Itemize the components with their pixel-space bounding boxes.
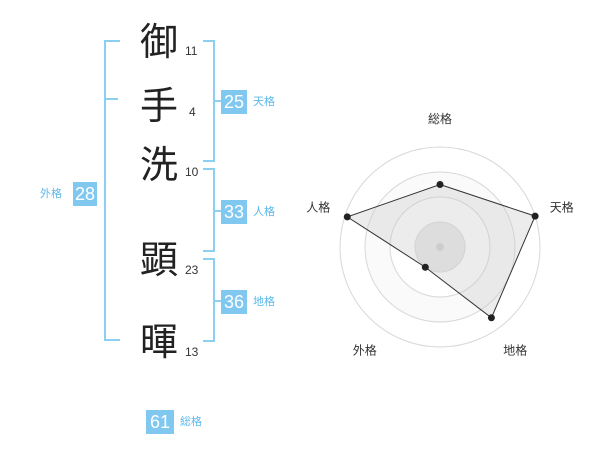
jinkaku-label: 人格 bbox=[253, 205, 275, 218]
radar-ring-3 bbox=[364, 171, 516, 323]
radar-axis-label-2: 天格 bbox=[550, 199, 574, 214]
tenkaku-bracket-tick bbox=[213, 100, 221, 102]
radar-point-2 bbox=[531, 212, 539, 220]
soukaku-badge: 61 bbox=[146, 410, 174, 434]
radar-ring-1 bbox=[414, 221, 466, 273]
stroke-count-4: 23 bbox=[185, 263, 199, 277]
radar-axis-label-1: 総格 bbox=[428, 111, 452, 126]
jinkaku-badge: 33 bbox=[221, 200, 247, 224]
radar-axis-label-3: 地格 bbox=[503, 343, 527, 358]
radar-point-5 bbox=[343, 213, 351, 221]
jinkaku-bracket-tick bbox=[213, 210, 221, 212]
chikaku-badge: 36 bbox=[221, 290, 247, 314]
radar-point-1 bbox=[436, 181, 444, 188]
name-char-1: 御 bbox=[140, 20, 179, 64]
gaikaku-label: 外格 bbox=[40, 187, 62, 200]
name-char-5: 暉 bbox=[140, 320, 179, 364]
stroke-count-2: 4 bbox=[189, 105, 196, 119]
gaikaku-bracket bbox=[104, 40, 120, 341]
radar-ring-2 bbox=[389, 196, 491, 298]
stroke-count-1: 11 bbox=[185, 44, 198, 58]
soukaku-label: 総格 bbox=[180, 415, 202, 428]
name-char-3: 洗 bbox=[140, 143, 179, 187]
gaikaku-badge: 28 bbox=[73, 182, 97, 206]
radar-ring-4 bbox=[339, 146, 541, 348]
radar-center bbox=[436, 243, 444, 251]
radar-polygon bbox=[346, 183, 536, 319]
name-char-2: 手 bbox=[140, 84, 179, 128]
stroke-count-3: 10 bbox=[185, 165, 199, 179]
radar-axis-label-5: 人格 bbox=[306, 199, 330, 214]
gaikaku-bracket-tick bbox=[106, 98, 118, 100]
tenkaku-badge: 25 bbox=[221, 90, 247, 114]
stroke-count-5: 13 bbox=[185, 345, 199, 359]
chikaku-bracket-tick bbox=[213, 300, 221, 302]
radar-point-4 bbox=[421, 263, 429, 271]
tenkaku-label: 天格 bbox=[253, 95, 275, 108]
name-char-4: 顕 bbox=[140, 238, 179, 282]
radar-point-3 bbox=[487, 314, 495, 322]
radar-axis-label-4: 外格 bbox=[353, 343, 377, 358]
chikaku-label: 地格 bbox=[253, 295, 275, 308]
